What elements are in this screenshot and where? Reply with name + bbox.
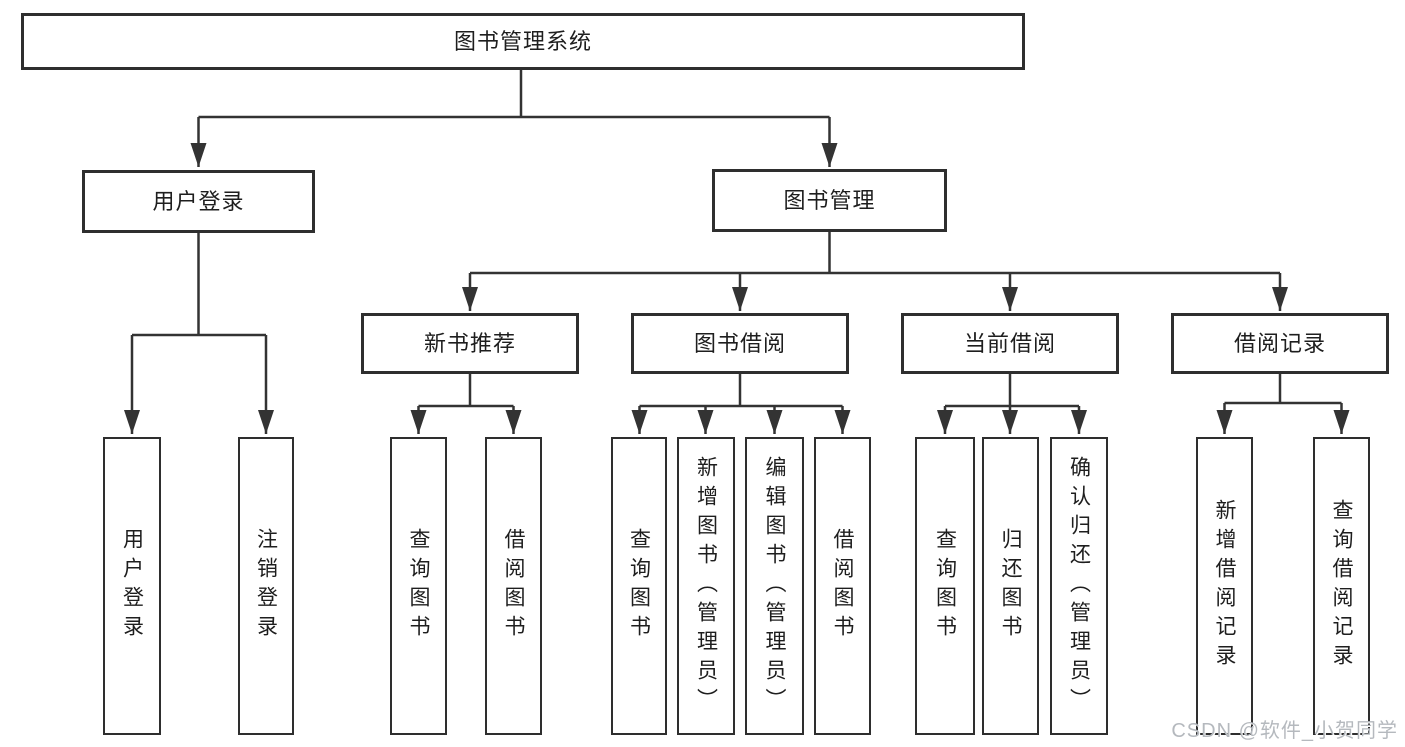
leaf-borrow-books: 借阅图书	[814, 437, 871, 735]
leaf-add-books-admin: 新增图书（管理员）	[677, 437, 735, 735]
leaf-edit-books-admin: 编辑图书（管理员）	[745, 437, 804, 735]
leaf-add-borrow-record: 新增借阅记录	[1196, 437, 1253, 735]
leaf-query-books-borrow: 查询图书	[611, 437, 667, 735]
leaf-user-login: 用户登录	[103, 437, 161, 735]
node-library-management-system: 图书管理系统	[21, 13, 1025, 70]
leaf-query-books-recommend: 查询图书	[390, 437, 447, 735]
node-current-borrowing: 当前借阅	[901, 313, 1119, 374]
csdn-watermark: CSDN @软件_小贺同学	[1171, 720, 1398, 742]
leaf-logout: 注销登录	[238, 437, 294, 735]
leaf-query-books-current: 查询图书	[915, 437, 975, 735]
leaf-return-books: 归还图书	[982, 437, 1039, 735]
node-user-login: 用户登录	[82, 170, 315, 233]
node-book-management: 图书管理	[712, 169, 947, 232]
leaf-query-borrow-record: 查询借阅记录	[1313, 437, 1370, 735]
node-book-borrowing: 图书借阅	[631, 313, 849, 374]
node-new-book-recommendation: 新书推荐	[361, 313, 579, 374]
leaf-borrow-books-recommend: 借阅图书	[485, 437, 542, 735]
node-borrowing-records: 借阅记录	[1171, 313, 1389, 374]
leaf-confirm-return-admin: 确认归还（管理员）	[1050, 437, 1108, 735]
